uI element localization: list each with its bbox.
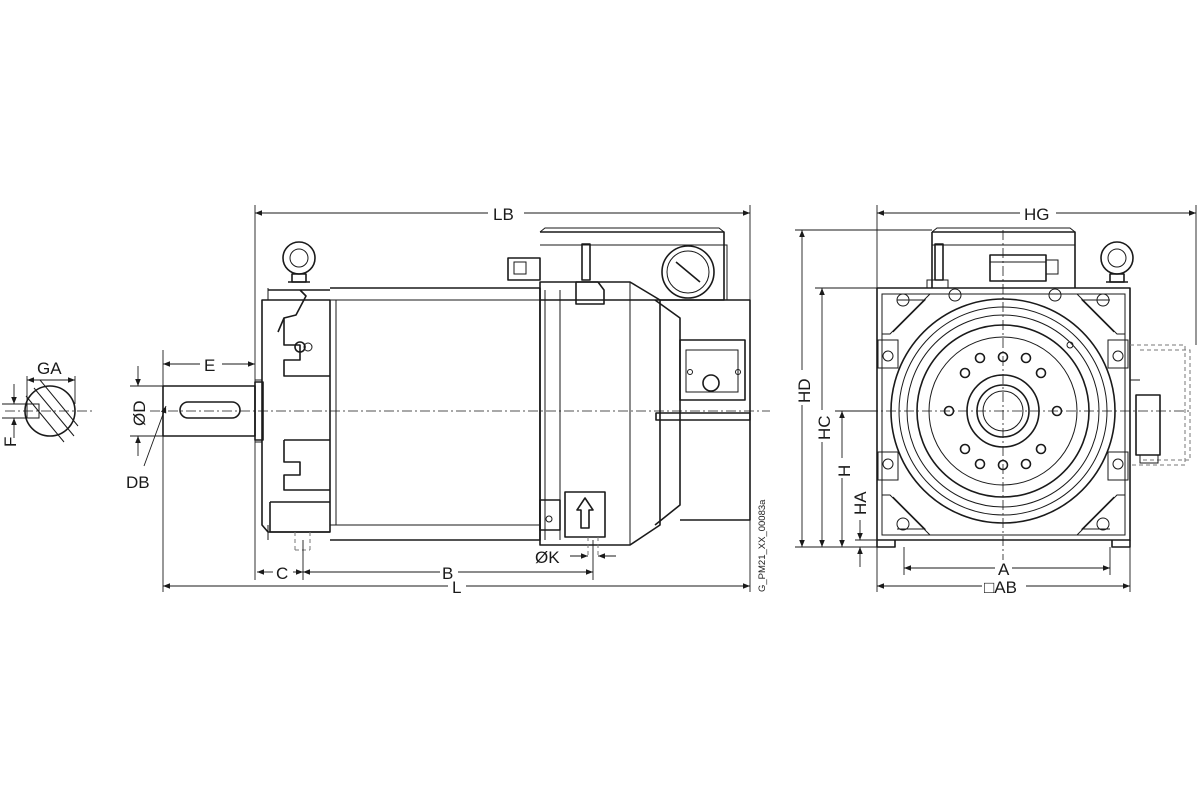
motor-body — [330, 281, 751, 546]
label-e: E — [204, 356, 215, 375]
dimension-db: DB — [126, 405, 167, 492]
dimension-ok: ØK — [535, 548, 616, 567]
end-view — [850, 227, 1191, 560]
label-hg: HG — [1024, 205, 1050, 224]
dimension-f: F — [1, 384, 27, 447]
label-ga: GA — [37, 359, 62, 378]
dimension-lb: LB — [254, 205, 751, 382]
dimension-e: E — [162, 350, 255, 386]
dimension-h: H — [835, 410, 877, 547]
label-hd: HD — [795, 378, 814, 403]
drawing-code: G_PM21_XX_00083a — [757, 499, 768, 592]
dimension-hg: HG — [876, 205, 1197, 345]
terminal-box-icon — [507, 227, 728, 305]
label-lb: LB — [493, 205, 514, 224]
label-ok: ØK — [535, 548, 560, 567]
terminal-box-top — [926, 227, 1076, 289]
dimension-l: L — [162, 436, 751, 597]
dimension-hc: HC — [815, 287, 877, 547]
dimension-hd: HD — [795, 229, 932, 548]
dimension-b: B — [303, 540, 594, 583]
dimension-a: A — [903, 547, 1111, 579]
dimension-ab: □AB — [876, 547, 1131, 597]
lifting-eye-icon — [282, 241, 316, 283]
label-hc: HC — [815, 415, 834, 440]
label-od: ØD — [130, 401, 149, 427]
label-f: F — [1, 437, 20, 447]
lifting-eye-icon-end — [1100, 241, 1134, 283]
label-ab: □AB — [984, 578, 1017, 597]
fan-flange-icon — [876, 287, 1131, 548]
dimension-ga: GA — [26, 359, 76, 404]
label-a: A — [998, 560, 1010, 579]
label-l: L — [452, 578, 461, 597]
side-attachment — [1130, 344, 1191, 466]
label-h: H — [835, 465, 854, 477]
up-arrow-plate-icon — [576, 497, 594, 529]
dimension-od: ØD — [130, 366, 163, 456]
label-ha: HA — [851, 491, 870, 515]
label-db: DB — [126, 473, 150, 492]
shaft-cross-section-icon — [5, 379, 95, 443]
label-b: B — [442, 564, 453, 583]
dimension-ha: HA — [851, 491, 877, 567]
front-flange — [254, 288, 331, 551]
gauge-icon — [661, 245, 715, 299]
oK-hole — [587, 537, 599, 556]
side-view — [150, 227, 770, 556]
label-c: C — [276, 564, 288, 583]
